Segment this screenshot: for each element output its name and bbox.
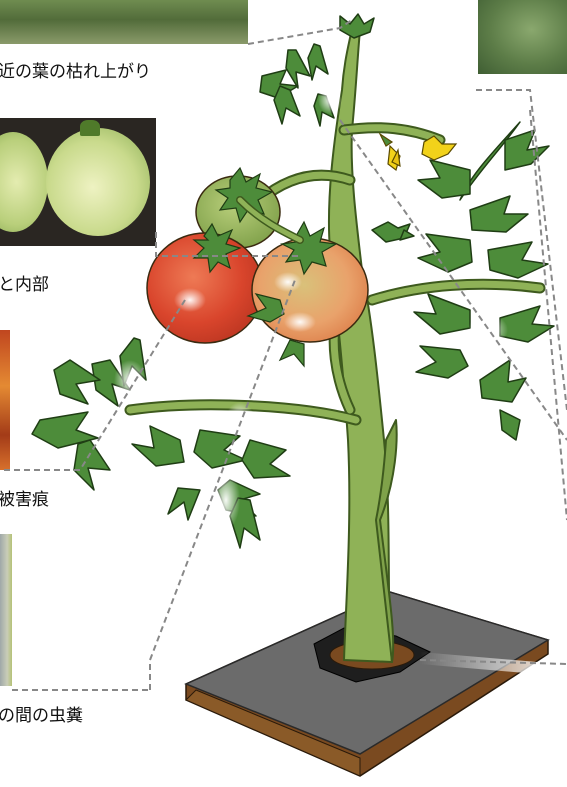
tomato-plant-illustration	[0, 0, 567, 787]
tomato-pest-diagram: 近の葉の枯れ上がり と内部 被害痕 の間の虫糞	[0, 0, 567, 787]
